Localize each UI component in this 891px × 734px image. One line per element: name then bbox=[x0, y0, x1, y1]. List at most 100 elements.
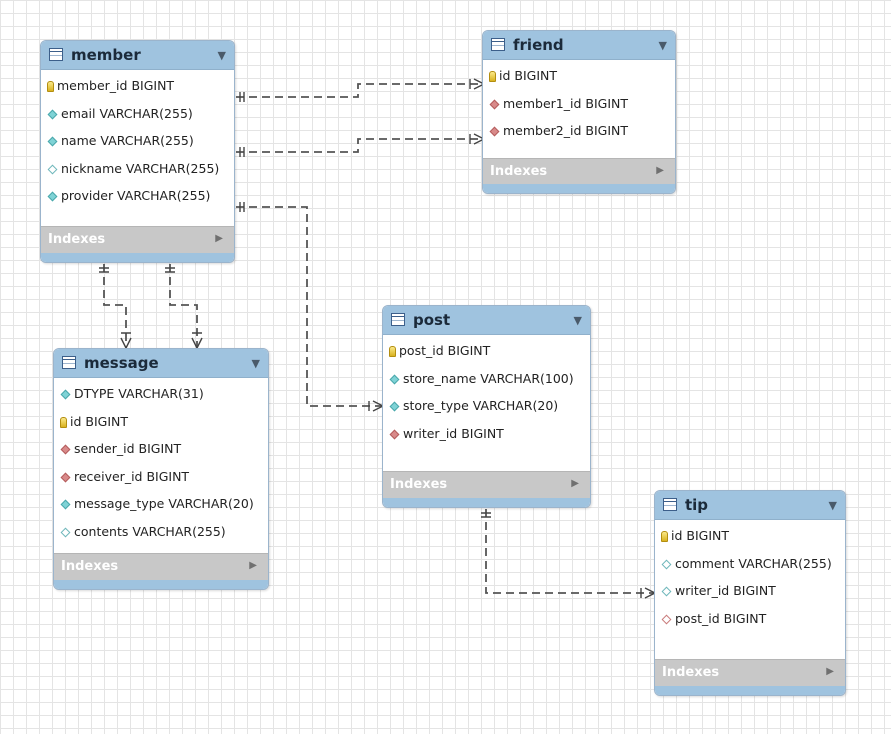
column-label: message_type VARCHAR(20) bbox=[74, 496, 254, 511]
table-message[interactable]: message ▼ DTYPE VARCHAR(31) id BIGINT se… bbox=[53, 348, 269, 590]
column-row[interactable]: nickname VARCHAR(255) bbox=[41, 155, 234, 183]
column-row[interactable]: store_type VARCHAR(20) bbox=[383, 392, 590, 420]
relationship-member-friend-2[interactable] bbox=[236, 138, 484, 153]
column-row[interactable]: name VARCHAR(255) bbox=[41, 127, 234, 155]
foreign-key-icon bbox=[389, 429, 400, 439]
one-mandatory-marker bbox=[239, 147, 245, 157]
column-row[interactable]: store_name VARCHAR(100) bbox=[383, 365, 590, 393]
column-row[interactable]: post_id BIGINT bbox=[383, 337, 590, 365]
one-mandatory-marker bbox=[165, 267, 175, 273]
column-row[interactable]: receiver_id BIGINT bbox=[54, 463, 268, 491]
indexes-bar[interactable]: Indexes ▶ bbox=[655, 659, 845, 687]
table-header[interactable]: friend ▼ bbox=[483, 31, 675, 60]
not-null-column-icon bbox=[389, 401, 400, 412]
column-row[interactable]: sender_id BIGINT bbox=[54, 435, 268, 463]
column-row[interactable]: provider VARCHAR(255) bbox=[41, 182, 234, 210]
table-icon bbox=[49, 48, 63, 61]
primary-key-icon bbox=[60, 416, 67, 428]
relationship-member-message-2[interactable] bbox=[169, 264, 198, 348]
primary-key-icon bbox=[661, 531, 668, 542]
table-header[interactable]: message ▼ bbox=[54, 349, 268, 378]
column-label: member_id BIGINT bbox=[57, 78, 175, 93]
collapse-arrow-icon[interactable]: ▼ bbox=[828, 499, 837, 512]
table-title: friend bbox=[513, 36, 564, 54]
column-label: post_id BIGINT bbox=[399, 343, 491, 358]
relationship-member-friend-1[interactable] bbox=[236, 83, 484, 98]
table-icon bbox=[663, 498, 677, 511]
many-marker bbox=[191, 332, 203, 349]
nullable-column-icon bbox=[60, 527, 71, 537]
column-label: id BIGINT bbox=[671, 528, 730, 543]
column-label: writer_id BIGINT bbox=[403, 425, 504, 441]
collapse-arrow-icon[interactable]: ▼ bbox=[658, 39, 667, 52]
table-tip[interactable]: tip ▼ id BIGINT comment VARCHAR(255) wri… bbox=[654, 490, 846, 696]
column-row[interactable]: id BIGINT bbox=[655, 522, 845, 550]
one-mandatory-marker bbox=[481, 512, 491, 518]
expand-arrow-icon[interactable]: ▶ bbox=[215, 233, 223, 244]
indexes-bar[interactable]: Indexes ▶ bbox=[54, 553, 268, 581]
column-row[interactable]: contents VARCHAR(255) bbox=[54, 518, 268, 546]
table-header[interactable]: member ▼ bbox=[41, 41, 234, 70]
table-icon bbox=[491, 38, 505, 51]
table-footer bbox=[54, 580, 268, 589]
not-null-column-icon bbox=[60, 389, 71, 400]
not-null-column-icon bbox=[47, 136, 58, 147]
table-icon bbox=[391, 313, 405, 326]
column-row[interactable]: member_id BIGINT bbox=[41, 72, 234, 100]
column-label: post_id BIGINT bbox=[675, 610, 767, 626]
collapse-arrow-icon[interactable]: ▼ bbox=[217, 49, 226, 62]
table-header[interactable]: tip ▼ bbox=[655, 491, 845, 520]
table-title: post bbox=[413, 311, 451, 329]
nullable-column-icon bbox=[661, 559, 672, 569]
table-footer bbox=[383, 498, 590, 507]
expand-arrow-icon[interactable]: ▶ bbox=[826, 666, 834, 677]
expand-arrow-icon[interactable]: ▶ bbox=[249, 560, 257, 571]
one-mandatory-marker bbox=[99, 267, 109, 273]
column-row[interactable]: email VARCHAR(255) bbox=[41, 100, 234, 128]
column-row[interactable]: post_id BIGINT bbox=[655, 605, 845, 633]
table-footer bbox=[41, 253, 234, 262]
table-title: member bbox=[71, 46, 141, 64]
collapse-arrow-icon[interactable]: ▼ bbox=[251, 357, 260, 370]
column-row[interactable]: DTYPE VARCHAR(31) bbox=[54, 380, 268, 408]
column-label: email VARCHAR(255) bbox=[61, 105, 193, 121]
indexes-bar[interactable]: Indexes ▶ bbox=[41, 226, 234, 254]
column-row[interactable]: message_type VARCHAR(20) bbox=[54, 490, 268, 518]
table-friend[interactable]: friend ▼ id BIGINT member1_id BIGINT mem… bbox=[482, 30, 676, 194]
relationship-member-message-1[interactable] bbox=[103, 264, 127, 348]
foreign-key-icon bbox=[60, 472, 71, 482]
column-row[interactable]: writer_id BIGINT bbox=[655, 577, 845, 605]
table-title: message bbox=[84, 354, 159, 372]
indexes-bar[interactable]: Indexes ▶ bbox=[383, 471, 590, 499]
indexes-label: Indexes bbox=[490, 164, 548, 179]
foreign-key-icon bbox=[60, 444, 71, 455]
primary-key-icon bbox=[489, 71, 496, 82]
nullable-column-icon bbox=[661, 586, 672, 597]
column-label: comment VARCHAR(255) bbox=[675, 555, 832, 571]
column-row[interactable]: member1_id BIGINT bbox=[483, 90, 675, 118]
indexes-bar[interactable]: Indexes ▶ bbox=[483, 158, 675, 186]
table-post[interactable]: post ▼ post_id BIGINT store_name VARCHAR… bbox=[382, 305, 591, 508]
column-row[interactable]: comment VARCHAR(255) bbox=[655, 550, 845, 578]
column-row[interactable]: member2_id BIGINT bbox=[483, 117, 675, 145]
column-row[interactable]: id BIGINT bbox=[54, 408, 268, 436]
column-label: store_type VARCHAR(20) bbox=[403, 398, 559, 413]
table-title: tip bbox=[685, 496, 709, 514]
primary-key-icon bbox=[389, 346, 396, 357]
relationship-member-post[interactable] bbox=[236, 206, 383, 407]
column-row[interactable]: writer_id BIGINT bbox=[383, 420, 590, 448]
indexes-label: Indexes bbox=[48, 232, 106, 247]
relationship-post-tip[interactable] bbox=[485, 509, 655, 594]
one-mandatory-marker bbox=[239, 202, 245, 212]
table-member[interactable]: member ▼ member_id BIGINT email VARCHAR(… bbox=[40, 40, 235, 263]
expand-arrow-icon[interactable]: ▶ bbox=[656, 165, 664, 176]
many-marker bbox=[368, 400, 384, 412]
expand-arrow-icon[interactable]: ▶ bbox=[571, 478, 579, 489]
table-header[interactable]: post ▼ bbox=[383, 306, 590, 335]
not-null-column-icon bbox=[389, 374, 400, 384]
column-label: store_name VARCHAR(100) bbox=[403, 370, 574, 386]
column-label: DTYPE VARCHAR(31) bbox=[74, 386, 204, 401]
nullable-foreign-key-icon bbox=[661, 614, 672, 624]
column-row[interactable]: id BIGINT bbox=[483, 62, 675, 90]
collapse-arrow-icon[interactable]: ▼ bbox=[573, 314, 582, 327]
